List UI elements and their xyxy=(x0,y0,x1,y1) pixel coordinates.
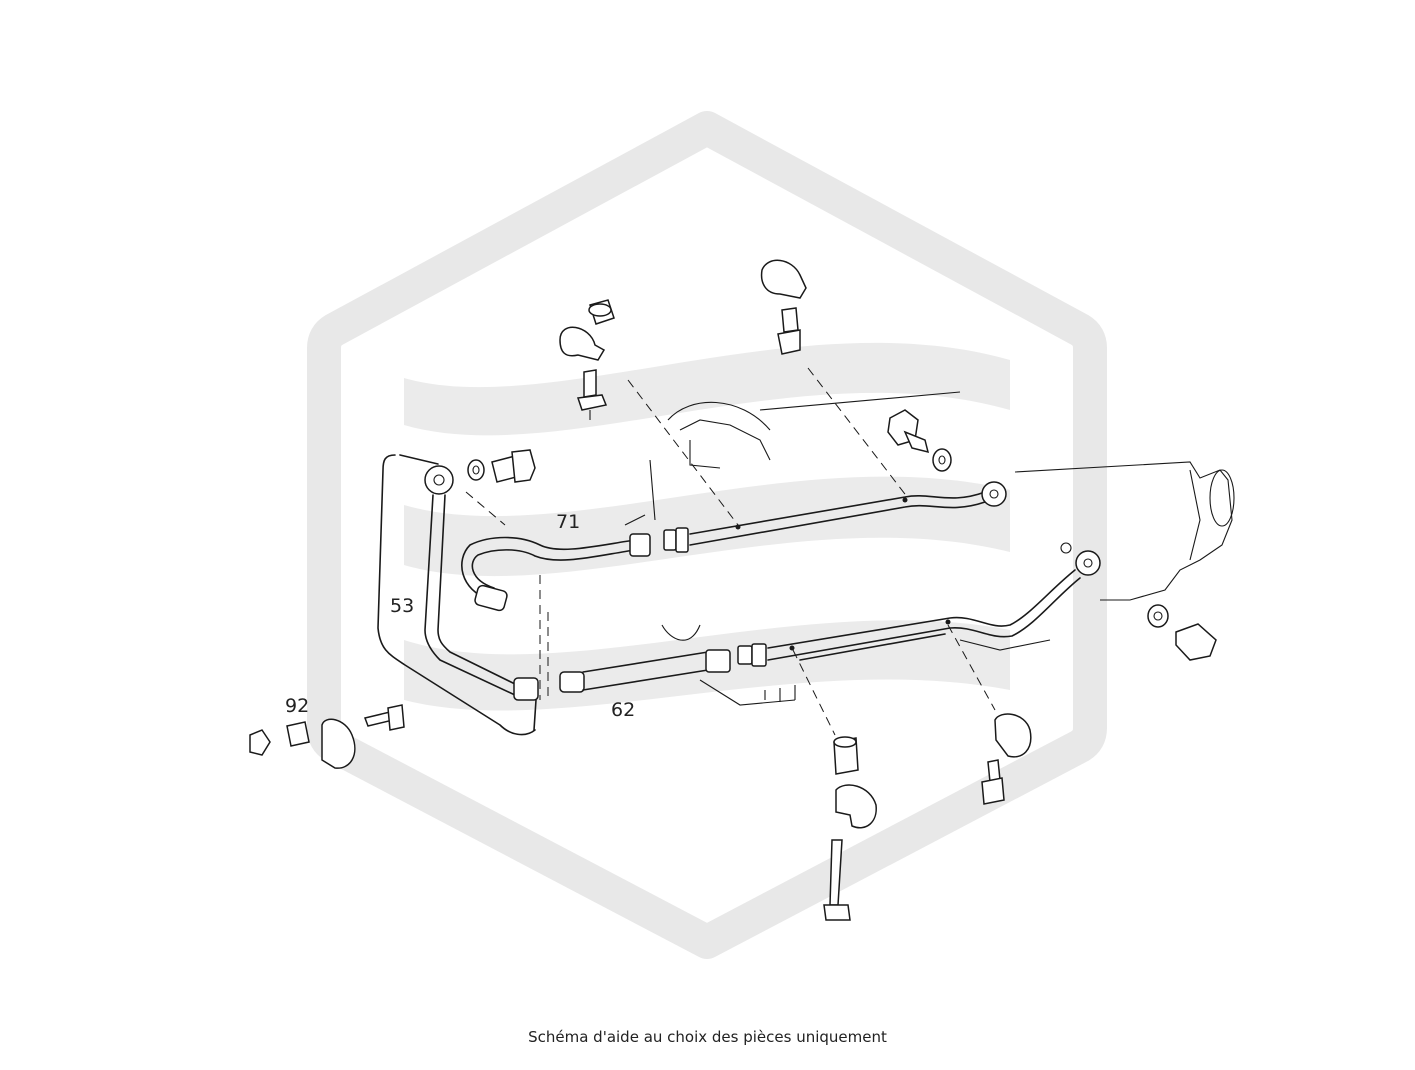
clamp-assembly-top-right xyxy=(760,259,807,355)
callout-53: 53 xyxy=(390,595,414,617)
callout-62: 62 xyxy=(611,699,635,721)
leader-lines xyxy=(465,367,996,736)
oil-line-71 xyxy=(461,481,1007,612)
engine-outline xyxy=(624,391,961,706)
callout-71: 71 xyxy=(556,511,580,533)
clamp-assembly-bottom-center xyxy=(823,736,877,921)
banjo-bolt-upper-right xyxy=(887,409,952,472)
clamp-assembly-left xyxy=(249,704,405,769)
banjo-bolt-right xyxy=(1147,604,1217,661)
transmission-housing xyxy=(959,461,1235,651)
clamp-assembly-top-left xyxy=(559,299,615,420)
banjo-bolt-upper-left xyxy=(467,449,536,483)
diagram-caption: Schéma d'aide au choix des pièces unique… xyxy=(528,1028,887,1046)
oil-line-62 xyxy=(559,542,1101,693)
clamp-assembly-bottom-right xyxy=(981,713,1032,805)
callout-92: 92 xyxy=(285,695,309,717)
hexagon-logo-watermark-icon xyxy=(307,111,1107,959)
oil-line-53 xyxy=(377,454,539,736)
